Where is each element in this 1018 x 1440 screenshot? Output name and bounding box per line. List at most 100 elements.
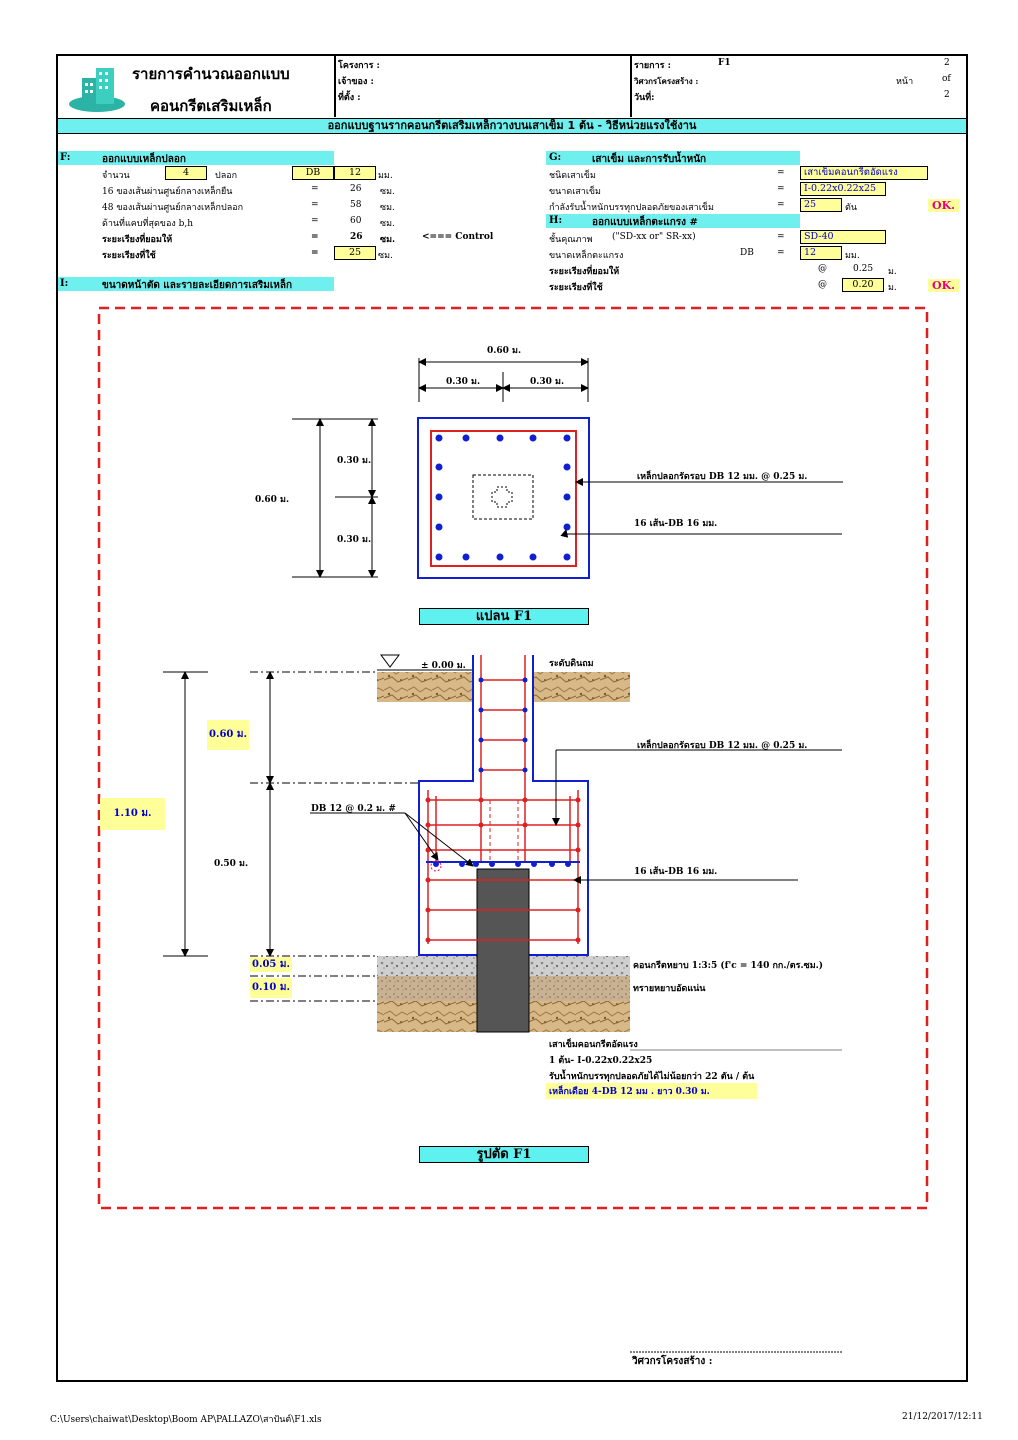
page-label: หน้า [896,77,914,87]
plan-dim-total-w: 0.60 ม. [487,346,522,356]
plan-tie [430,430,577,567]
section-i-code: I: [60,278,69,289]
h-grade-hint: ("SD-xx or" SR-xx) [612,232,696,242]
g-pile-type-value: เสาเข็มคอนกรีตอัดแรง [800,166,928,180]
h-at-sign: @ [818,280,827,290]
f-size-value: 12 [334,166,376,180]
f-db-box: DB [292,166,334,180]
section-h-title: ออกแบบเหล็กตะแกรง # [592,217,698,228]
section-tie-label: เหล็กปลอกรัดรอบ DB 12 มม. @ 0.25 ม. [637,741,808,751]
f-row-label: 48 ของเส้นผ่านศูนย์กลางเหล็กปลอก [102,203,244,213]
plan-main-bars [435,434,571,561]
section-f-title: ออกแบบเหล็กปลอก [102,154,186,165]
section-h-code: H: [549,215,563,226]
of-label: of [942,74,951,84]
banner-bar: ออกแบบฐานรากคอนกรีตเสริมเหล็กวางบนเสาเข็… [58,118,966,134]
f-row-value: 58 [350,200,362,210]
g-row-eq: = [777,200,785,210]
g-ok-status: OK. [928,199,959,212]
dim-total-label: 1.10 ม. [100,798,165,830]
file-path: C:\Users\chaiwat\Desktop\Boom AP\PALLAZO… [50,1415,322,1425]
plan-title: แปลน F1 [419,608,589,625]
ground-right [533,672,630,702]
h-allowable-value: 0.25 [853,264,874,274]
f-allowable-label: ระยะเรียงที่ยอมให้ [102,235,173,245]
building-logo-icon [69,68,125,112]
pile-note-1: เสาเข็มคอนกรีตอัดแรง [549,1040,638,1050]
pile-note-3: รับน้ำหนักบรรทุกปลอดภัยได้ไม่น้อยกว่า 22… [549,1072,755,1082]
g-pile-type-label: ชนิดเสาเข็ม [549,171,596,181]
ground-label: ระดับดินถม [549,659,594,669]
plan-dim-half-l: 0.30 ม. [446,377,481,387]
f-used-label: ระยะเรียงที่ใช้ [102,251,156,261]
print-datetime: 21/12/2017/12:11 [902,1412,983,1422]
f-control-note: <=== Control [422,232,494,242]
section-f-header [58,151,334,165]
section-i-header [58,277,334,291]
section-g-header [546,151,800,165]
f-row-unit: ซม. [380,187,395,197]
f-row-count-label: จำนวน [102,171,130,181]
h-row-eq: = [777,232,785,242]
company-title-1: รายการคำนวณออกแบบ [132,65,290,83]
h-allowable-label: ระยะเรียงที่ยอมให้ [549,267,620,277]
pile-dowel-note: เหล็กเดือย 4-DB 12 มม . ยาว 0.30 ม. [546,1083,757,1099]
item-value: F1 [718,58,731,68]
g-pile-size-label: ขนาดเสาเข็ม [549,187,601,197]
h-bar-size-unit: มม. [845,251,860,261]
level-label: ± 0.00 ม. [421,661,466,671]
section-i-title: ขนาดหน้าตัด และรายละเอียดการเสริมเหล็ก [102,280,293,291]
project-label: โครงการ : [338,61,380,71]
f-row-unit: ซม. [380,235,396,245]
f-row-unit: ซม. [380,203,395,213]
h-row-eq: = [777,248,785,258]
g-row-eq: = [777,168,785,178]
f-count-value: 4 [165,166,207,180]
g-pile-size-value: I-0.22x0.22x25 [800,182,886,196]
f-used-value: 25 [334,246,376,260]
h-bar-db: DB [740,248,754,258]
h-used-value: 0.20 [842,278,884,292]
page-total: 2 [944,90,950,100]
section-view [163,654,842,1051]
h-at-sign: @ [818,264,827,274]
dim-sand-label: 0.10 ม. [250,978,292,998]
location-label: ที่ตั้ง : [338,93,361,103]
section-main-bar-label: 16 เส้น-DB 16 มม. [634,867,718,877]
plan-dim-half-r: 0.30 ม. [530,377,565,387]
ground-left [377,672,474,702]
section-f-code: F: [60,152,71,163]
engineer-signature-label: วิศวกรโครงสร้าง : [632,1356,713,1367]
f-row-eq: = [311,248,319,258]
section-h-header [546,214,800,228]
f-allowable-value: 26 [350,232,363,242]
pile-note-2: 1 ต้น- I-0.22x0.22x25 [549,1056,653,1066]
f-row-eq: = [311,184,319,194]
f-row-unit: ซม. [380,219,395,229]
f-row-eq: = [311,200,319,210]
plan-outline [417,417,590,579]
plan-view [292,358,843,579]
f-row-unit: ซม. [378,251,393,261]
f-count-unit: ปลอก [215,171,238,181]
dim-footing-label: 0.50 ม. [214,859,249,869]
plan-main-bar-label: 16 เส้น-DB 16 มม. [634,519,718,529]
item-label: รายการ : [634,61,671,71]
h-grade-value: SD-40 [800,230,886,244]
level-marker-icon [380,654,400,668]
engineer-label: วิศวกรโครงสร้าง : [634,76,699,86]
f-size-unit: มม. [378,171,393,181]
f-row-eq: = [311,216,319,226]
f-row-label: ด้านที่แคบที่สุดของ b,h [102,219,194,229]
date-label: วันที่: [634,93,655,103]
banner-title: ออกแบบฐานรากคอนกรีตเสริมเหล็กวางบนเสาเข็… [327,119,697,132]
page-number: 2 [944,58,950,68]
plan-dim-half-bot: 0.30 ม. [337,535,372,545]
section-g-title: เสาเข็ม และการรับน้ำหนัก [592,154,707,165]
h-used-label: ระยะเรียงที่ใช้ [549,283,603,293]
pile [476,868,530,1033]
drawing-border [97,306,929,1210]
g-capacity-unit: ตัน [845,203,857,213]
g-row-eq: = [777,184,785,194]
